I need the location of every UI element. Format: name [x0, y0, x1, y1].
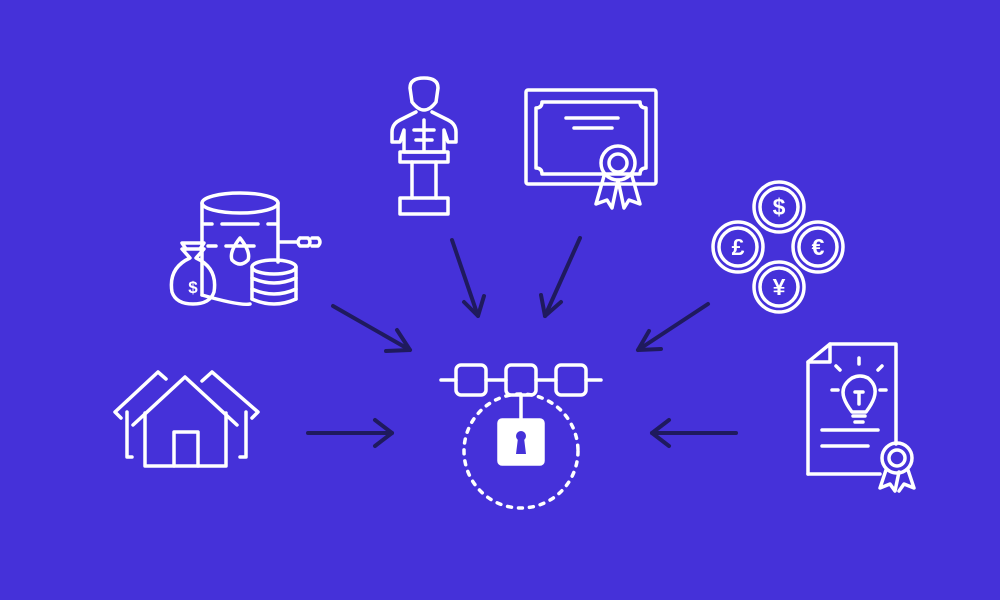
arrow-from-currencies [636, 302, 710, 352]
arrow-from-statue [450, 238, 486, 318]
padlock-icon [497, 418, 545, 466]
certificate-with-seal-icon [524, 88, 658, 210]
currency-coins-icon: $ £ € ¥ [711, 180, 845, 314]
dashed-circle [462, 392, 580, 510]
svg-text:$: $ [773, 194, 786, 220]
statue-bust-icon [390, 76, 458, 216]
arrow-from-oil [331, 304, 412, 353]
svg-text:€: € [812, 234, 825, 260]
chain-links-icon [439, 363, 603, 422]
arrow-from-houses [306, 418, 394, 448]
patent-document-lightbulb-icon [806, 342, 916, 493]
arrow-from-certificate [539, 236, 582, 318]
houses-icon [113, 370, 260, 468]
svg-text:¥: ¥ [773, 274, 786, 300]
blockchain-lock-icon [439, 363, 603, 510]
arrows-group [306, 236, 738, 448]
svg-text:$: $ [188, 278, 198, 297]
arrow-from-patent [650, 418, 738, 448]
svg-text:£: £ [732, 234, 745, 260]
oil-barrel-moneybag-coins-icon: $ [169, 191, 322, 307]
